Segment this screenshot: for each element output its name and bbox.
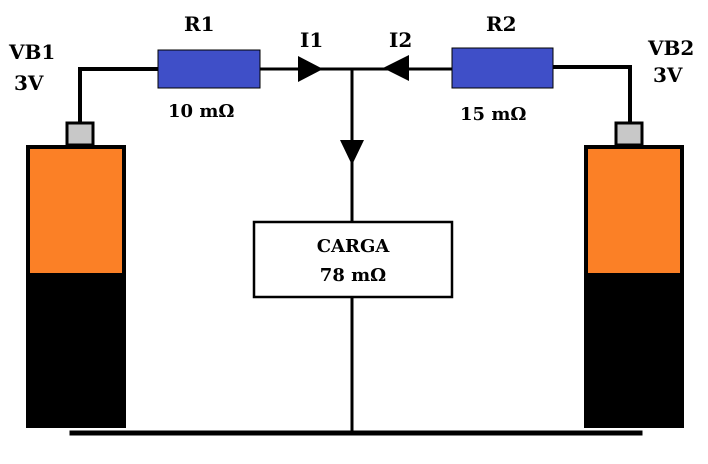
battery-vb1 (26, 121, 126, 428)
battery-vb1-terminal (65, 121, 95, 147)
wire-right-top (551, 65, 632, 127)
arrow-load-current (340, 140, 364, 165)
arrow-i1 (298, 56, 323, 82)
battery-vb1-body-top (30, 149, 122, 273)
label-r2-value: 15 mΩ (460, 104, 526, 125)
wire-left-top (78, 67, 160, 127)
label-r1-value: 10 mΩ (168, 101, 234, 122)
load-box (252, 220, 454, 299)
label-r2: R2 (486, 12, 517, 36)
label-load: CARGA (317, 236, 391, 257)
label-i2: I2 (389, 28, 412, 52)
battery-vb2-body-top (588, 149, 680, 273)
label-load-value: 78 mΩ (320, 265, 386, 286)
battery-vb2-terminal (614, 121, 644, 147)
label-vb1-voltage: 3V (14, 71, 44, 95)
arrow-i2 (383, 55, 409, 81)
label-vb2: VB2 (647, 36, 694, 60)
label-vb1: VB1 (8, 40, 55, 64)
battery-vb2 (584, 121, 684, 428)
resistor-r2 (451, 47, 554, 89)
label-i1: I1 (300, 28, 323, 52)
label-vb2-voltage: 3V (653, 63, 683, 87)
label-r1: R1 (184, 12, 215, 36)
resistor-r1 (157, 49, 261, 89)
